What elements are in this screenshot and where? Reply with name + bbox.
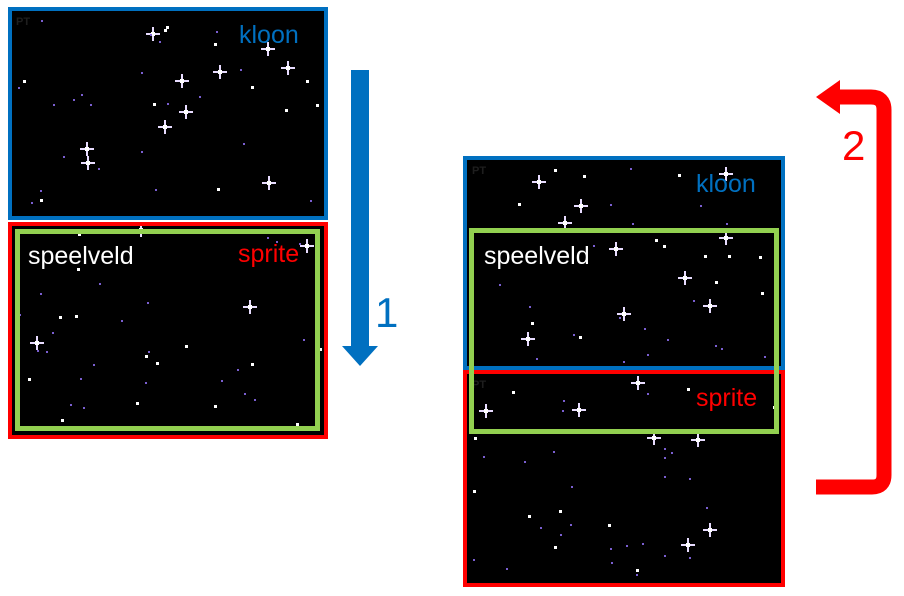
clone-label-left: kloon [239,21,299,49]
playfield-label-right: speelveld [484,242,590,270]
starfield-panel-left-top: PT [10,10,326,220]
watermark-text: PT [16,16,31,28]
watermark-text: PT [472,165,487,177]
step-1-label: 1 [375,289,399,336]
starfield-panel-right-sprite: PT [466,373,782,583]
sprite-frame-left [8,222,328,439]
playfield-frame-left [15,229,320,431]
starfield-panel-left-bottom [10,222,326,436]
starfield-background [18,20,319,204]
starfield-background [473,376,776,576]
clone-label-right: kloon [696,170,756,198]
clone-frame-right [463,156,785,370]
arrow-loop-up-icon [816,80,892,495]
arrow-down-icon [342,70,378,366]
playfield-label-left: speelveld [28,242,134,270]
clone-frame-left [8,7,328,220]
watermark-text: PT [472,379,487,391]
sprite-label-left: sprite [238,240,300,268]
starfield-background [499,167,766,363]
sprite-frame-right [463,370,785,587]
playfield-frame-right [469,228,779,434]
starfield-panel-right-clone: PT [466,159,782,369]
step-2-label: 2 [842,122,866,169]
sprite-label-right: sprite [696,384,758,412]
